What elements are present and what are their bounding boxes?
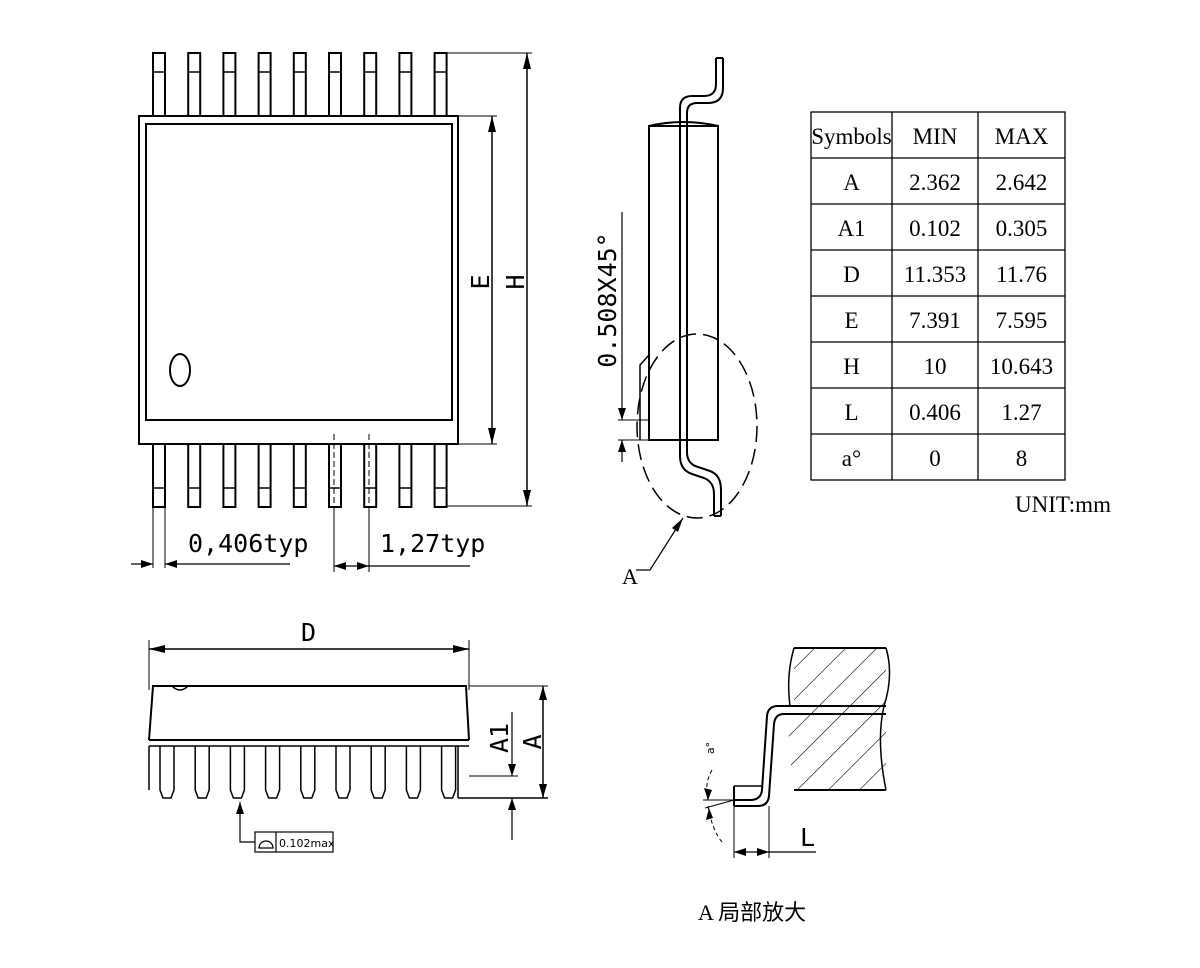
label-E: E [466, 274, 495, 289]
pitch-label: 1,27typ [380, 529, 485, 558]
table-cell-max: 11.76 [996, 262, 1047, 287]
flatness-label: 0.102max [279, 837, 335, 850]
table-cell-max: 8 [1016, 446, 1028, 471]
front-lead [405, 746, 422, 799]
top-leads [152, 52, 448, 117]
label-L: L [800, 823, 815, 852]
table-cell-min: 7.391 [909, 308, 961, 333]
top-view [131, 52, 532, 572]
front-lead [194, 746, 210, 799]
side-view [618, 57, 758, 571]
front-lead [159, 746, 175, 799]
top-lead [187, 52, 202, 117]
top-lead [152, 52, 166, 117]
front-lead [264, 746, 281, 799]
front-lead [440, 746, 457, 799]
front-lead [370, 746, 386, 799]
table-cell-symbol: a° [842, 446, 861, 471]
top-lead [433, 52, 448, 117]
label-H: H [501, 274, 530, 289]
bottom-lead [433, 443, 448, 508]
detail-view [703, 647, 891, 858]
bottom-lead [152, 443, 166, 508]
table-cell-min: 0.406 [909, 400, 961, 425]
package-body-inner [145, 123, 453, 421]
detail-ref-label: A [622, 564, 638, 589]
table-cell-symbol: A [843, 170, 860, 195]
bottom-lead [398, 443, 413, 508]
table-cell-max: 0.305 [996, 216, 1048, 241]
table-cell-max: 1.27 [1001, 400, 1041, 425]
top-lead [328, 52, 342, 117]
table-cell-min: 0 [929, 446, 941, 471]
top-lead [398, 52, 413, 117]
table-cell-max: 2.642 [996, 170, 1048, 195]
package-body-outline [138, 115, 459, 445]
detail-A-circle [636, 333, 758, 519]
bottom-lead [363, 443, 378, 508]
top-lead [222, 52, 237, 117]
top-lead [292, 52, 307, 117]
front-lead [335, 746, 351, 799]
table-cell-symbol: A1 [837, 216, 865, 241]
table-cell-symbol: H [843, 354, 860, 379]
lead-width-label: 0,406typ [188, 529, 308, 558]
table-header: MIN [913, 124, 958, 149]
front-view [148, 640, 548, 853]
bottom-lead [187, 443, 202, 508]
label-D: D [301, 618, 316, 647]
bottom-lead [292, 443, 307, 508]
unit-label: UNIT:mm [1015, 492, 1111, 517]
table-cell-symbol: D [843, 262, 860, 287]
table-cell-min: 11.353 [904, 262, 966, 287]
table-header: MAX [995, 124, 1049, 149]
table-cell-max: 7.595 [996, 308, 1048, 333]
table-cell-min: 2.362 [909, 170, 961, 195]
top-lead [257, 52, 272, 117]
front-lead [229, 746, 246, 799]
table-cell-symbol: E [844, 308, 858, 333]
label-angle: a° [704, 742, 717, 754]
bottom-lead [257, 443, 272, 508]
chamfer-label: 0.508X45° [593, 232, 622, 367]
bottom-leads [152, 443, 448, 508]
table-header: Symbols [811, 124, 892, 149]
table-cell-min: 10 [924, 354, 947, 379]
bottom-lead [222, 443, 237, 508]
table-cell-max: 10.643 [990, 354, 1053, 379]
front-lead [300, 746, 316, 799]
bottom-lead [328, 443, 342, 508]
table-cell-min: 0.102 [909, 216, 961, 241]
table-cell-symbol: L [844, 400, 858, 425]
label-A: A [518, 734, 547, 749]
pin1-marker [169, 353, 191, 387]
label-A1: A1 [485, 723, 514, 753]
top-lead [363, 52, 378, 117]
detail-caption: A 局部放大 [698, 900, 806, 925]
